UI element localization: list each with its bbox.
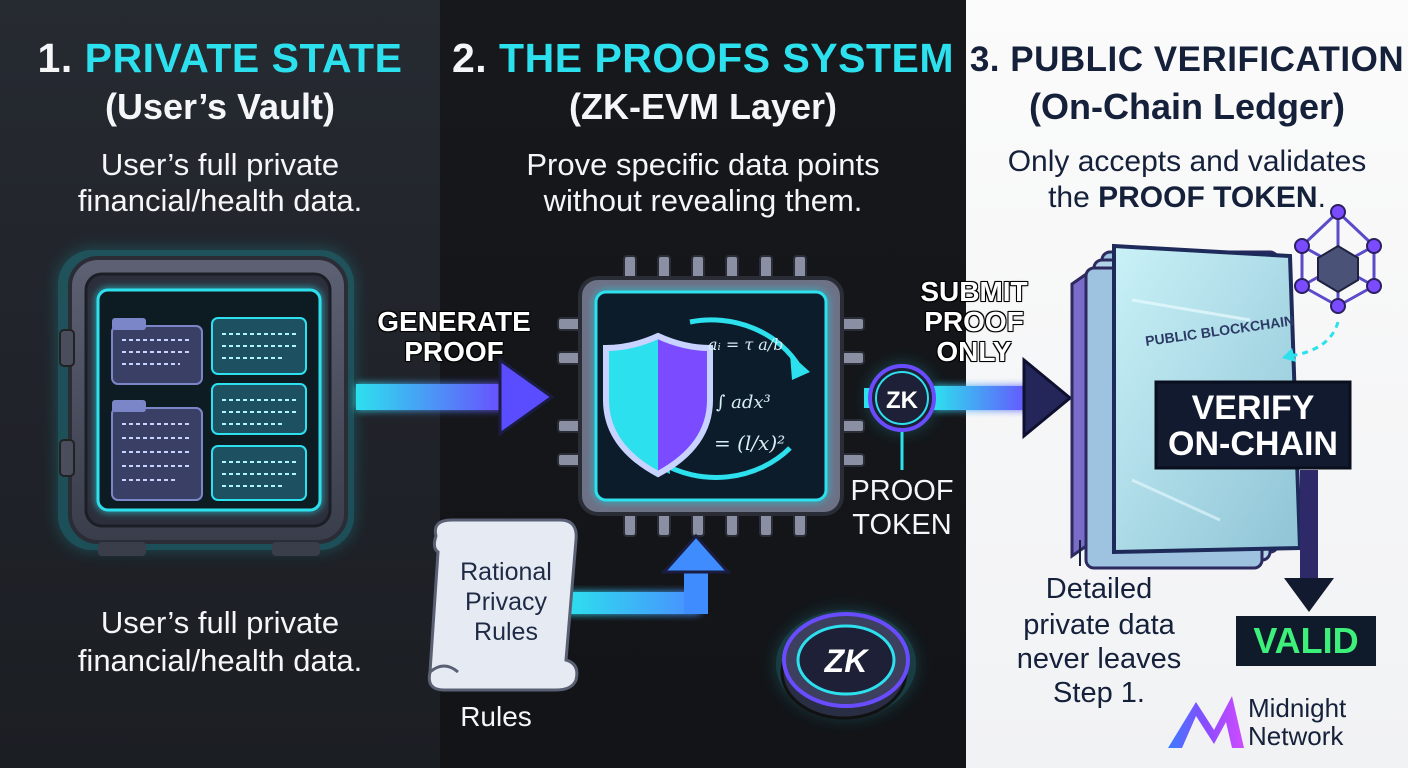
step3-desc-suffix: . [1317, 181, 1326, 214]
generate-proof-label: PROOF [404, 336, 504, 367]
privacy-note-line: Detailed [1045, 573, 1153, 605]
step1-desc-line: User’s full private [100, 147, 340, 182]
privacy-rules-scroll-icon [427, 518, 579, 692]
valid-badge [1236, 616, 1376, 666]
network-node-icon [1282, 204, 1382, 362]
proof-token-caption: PROOF [850, 475, 954, 507]
verify-on-chain-box [1154, 380, 1352, 470]
step3-number: 3. [969, 40, 1001, 79]
brand-name: Midnight [1248, 693, 1347, 723]
generate-proof-arrow [356, 357, 555, 437]
step3-title: 3. PUBLIC VERIFICATION [966, 36, 1408, 84]
proof-token-caption: TOKEN [852, 509, 952, 541]
step1-title: 1. PRIVATE STATE [0, 34, 440, 82]
brand-name: Network [1248, 721, 1344, 751]
rules-input-arrow [566, 533, 732, 614]
generate-proof-label: GENERATE [377, 306, 531, 337]
valid-result-arrow [1284, 470, 1334, 612]
submit-proof-label: SUBMIT [920, 276, 1028, 307]
shield-icon [603, 332, 713, 478]
step3-desc-line: the PROOF TOKEN. [966, 180, 1408, 216]
step3-desc-line: Only accepts and validates [1007, 145, 1367, 178]
step2-desc-line: without revealing them. [543, 183, 863, 218]
submit-proof-label: PROOF [924, 306, 1024, 337]
scroll-text: Privacy [465, 588, 547, 616]
step2-desc-line: Prove specific data points [526, 147, 880, 182]
verify-label: ON-CHAIN [1168, 425, 1338, 463]
step2-subtitle: (ZK-EVM Layer) [568, 86, 838, 127]
midnight-logo-icon [1168, 696, 1244, 748]
data-folder-icon [111, 318, 203, 385]
formula-text: = (l/x)² [714, 431, 785, 455]
step3-subtitle: (On-Chain Ledger) [1029, 86, 1345, 127]
privacy-note-line: never leaves [1016, 643, 1182, 675]
zk-token-label: ZK [886, 387, 919, 414]
valid-label: VALID [1253, 620, 1359, 661]
data-folder-icon [111, 400, 203, 501]
step1-number: 1. [37, 35, 73, 81]
step1-desc-line: financial/health data. [77, 183, 363, 218]
privacy-note-line: Step 1. [1053, 677, 1145, 709]
data-card-icon [211, 383, 307, 435]
privacy-note-line: private data [1023, 609, 1175, 641]
step2-title-text: THE PROOFS SYSTEM [499, 35, 955, 81]
zk-processor-chip-icon [557, 255, 865, 537]
vault-safe-icon [58, 250, 354, 556]
step2-number: 2. [451, 35, 488, 81]
step2-title: 2. THE PROOFS SYSTEM [440, 34, 966, 82]
zk-coin-label: ZK [824, 643, 871, 679]
step1-subtitle: (User’s Vault) [104, 86, 336, 127]
step3-desc-prefix: the [1048, 181, 1099, 214]
step1-footer-line: User’s full private [100, 605, 340, 640]
scroll-text: Rational [460, 558, 552, 586]
scroll-text: Rules [474, 618, 538, 646]
verify-label: VERIFY [1191, 389, 1315, 427]
step3-desc-bold: PROOF TOKEN [1098, 181, 1318, 214]
zk-proof-token-icon [868, 364, 936, 470]
step1-title-text: PRIVATE STATE [84, 35, 403, 81]
data-card-icon [211, 317, 307, 375]
data-card-icon [211, 445, 307, 501]
zk-coin-icon [776, 610, 916, 720]
rules-caption: Rules [460, 701, 532, 732]
step3-title-text: PUBLIC VERIFICATION [1010, 40, 1405, 79]
formula-text: ∫ adx³ [716, 392, 771, 413]
submit-proof-label: ONLY [936, 336, 1012, 367]
step1-footer-line: financial/health data. [77, 643, 363, 678]
formula-text: aᵢ = τ a/b [708, 335, 783, 354]
